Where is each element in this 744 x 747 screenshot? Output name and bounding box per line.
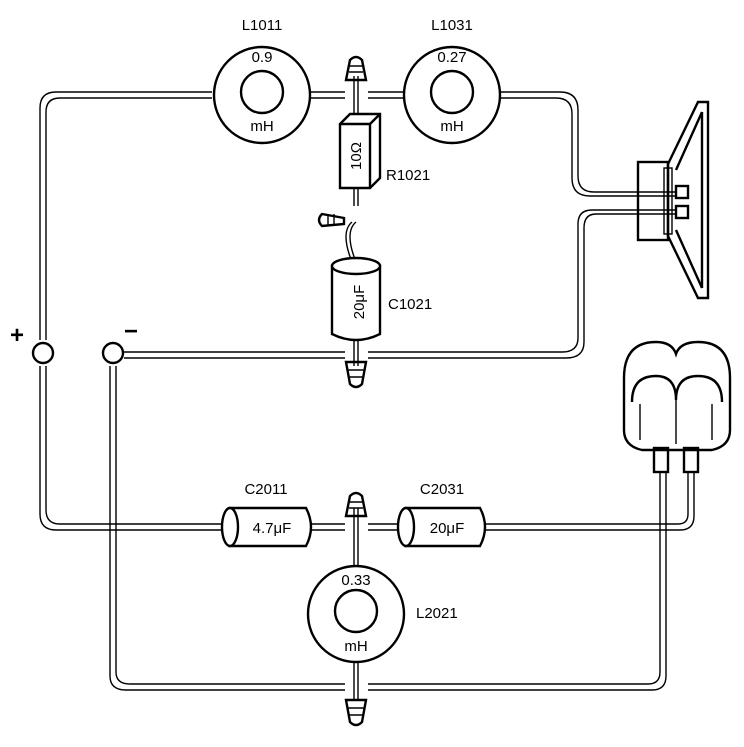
wire-nut-bottom xyxy=(344,698,368,727)
resistor-value: 10Ω xyxy=(348,142,365,170)
inductor-unit: mH xyxy=(440,118,463,135)
inductor-value: 0.33 xyxy=(341,572,370,589)
woofer-driver xyxy=(636,100,710,300)
inductor-unit: mH xyxy=(250,118,273,135)
capacitor-C2011: 4.7μF C2011 xyxy=(220,481,313,548)
inductor-L2021: 0.33 mH L2021 xyxy=(306,564,458,664)
capacitor-value: 4.7μF xyxy=(253,520,292,537)
wires xyxy=(39,76,695,700)
inductor-label: L1011 xyxy=(242,17,283,34)
inductor-L1011: 0.9 mH L1011 xyxy=(212,17,312,145)
inductor-label: L1031 xyxy=(431,17,473,34)
capacitor-C2031: 20μF C2031 xyxy=(396,481,487,548)
resistor-label: R1021 xyxy=(386,167,430,184)
wire-nut-top xyxy=(344,55,368,82)
capacitor-label: C2011 xyxy=(244,481,287,498)
positive-terminal[interactable]: + xyxy=(10,322,55,365)
capacitor-value: 20μF xyxy=(430,520,465,537)
inductor-value: 0.27 xyxy=(437,49,466,66)
positive-sign: + xyxy=(10,322,24,349)
inductor-label: L2021 xyxy=(416,605,458,622)
inductor-L1031: 0.27 mH L1031 xyxy=(402,17,502,145)
wire-nut-crossover xyxy=(344,491,368,518)
capacitor-label: C2031 xyxy=(420,481,464,498)
wire-nut-lower xyxy=(344,360,368,389)
negative-sign: − xyxy=(124,318,138,345)
resistor-R1021: 10Ω R1021 xyxy=(338,112,430,190)
wire-nut-mid xyxy=(317,212,346,228)
capacitor-value: 20μF xyxy=(351,285,368,320)
negative-terminal[interactable]: − xyxy=(101,318,138,365)
capacitor-label: C1021 xyxy=(388,296,432,313)
inductor-value: 0.9 xyxy=(252,49,273,66)
capacitor-C1021: 20μF C1021 xyxy=(330,256,432,342)
inductor-unit: mH xyxy=(344,638,367,655)
tweeter-driver xyxy=(622,340,732,474)
